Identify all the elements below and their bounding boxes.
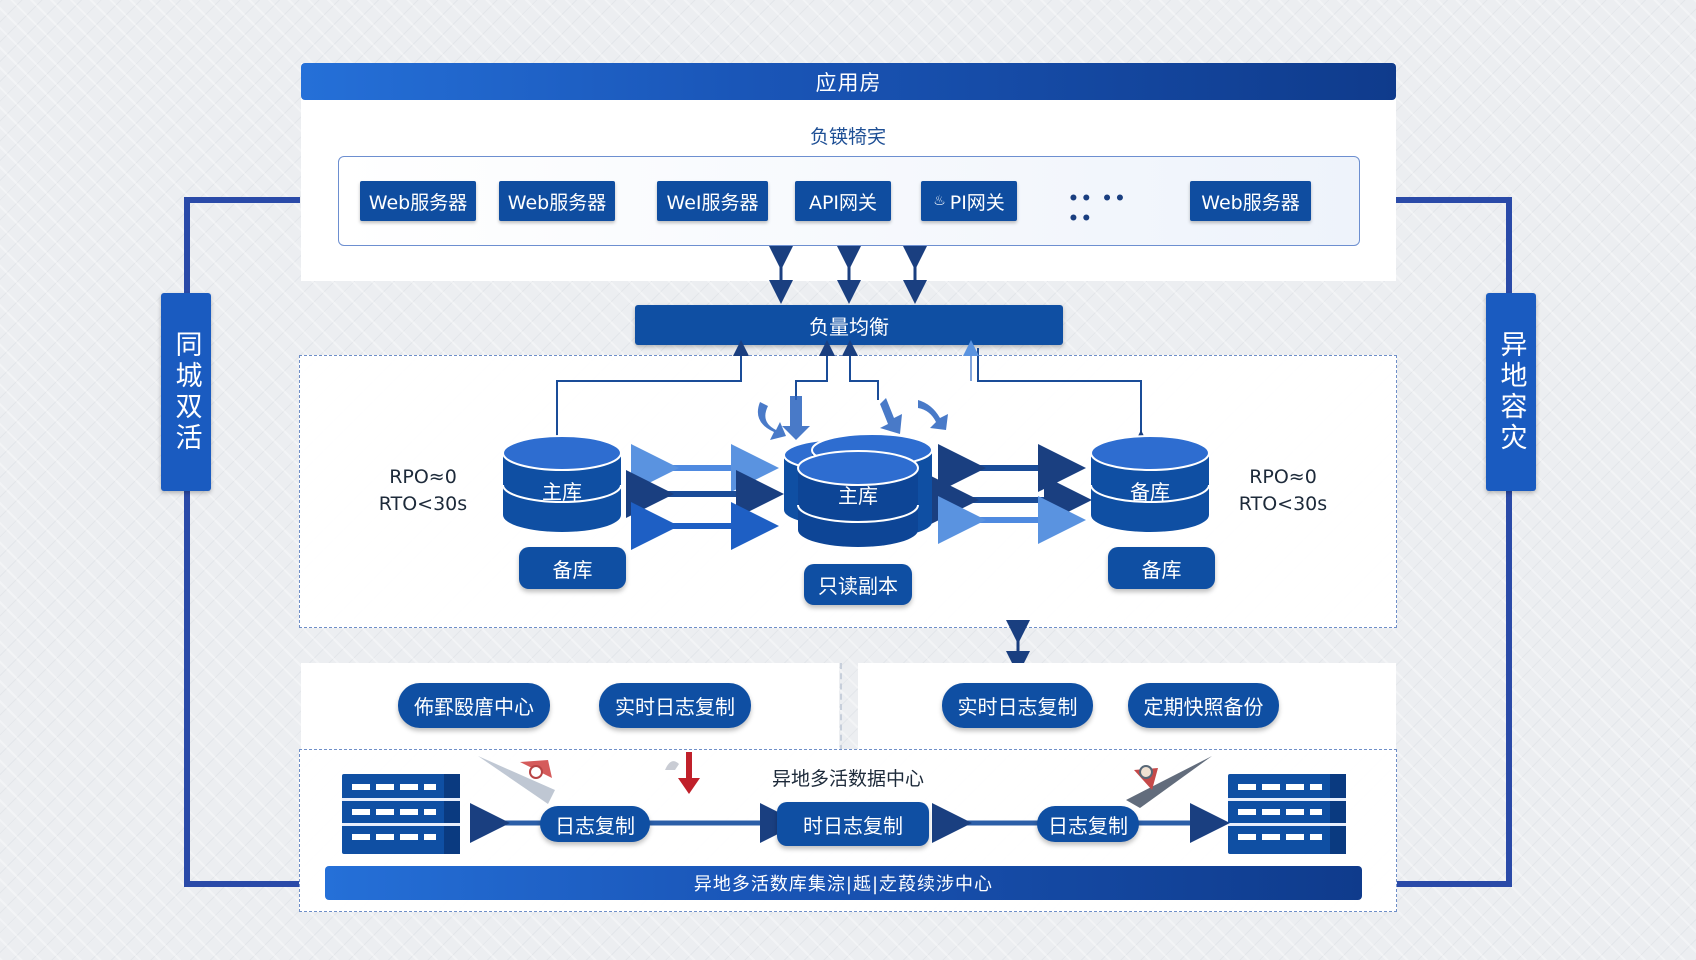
footer-bar: 异地多活数库集淙|趆|赱葮续涉中心 xyxy=(325,866,1362,900)
left-db-cylinder-icon xyxy=(502,435,622,532)
alert-down-arrow-icon xyxy=(665,752,700,794)
web-server-3[interactable]: WeI服务器 xyxy=(657,181,768,221)
bottom-log-center[interactable]: 时日志复制 xyxy=(777,802,929,846)
right-plane-icon xyxy=(1126,756,1212,808)
side-tag-intra-city: 同城双活 xyxy=(161,293,211,491)
bottom-log-left[interactable]: 日志复制 xyxy=(540,806,650,842)
right-rpo: RPO≈0 xyxy=(1249,466,1317,488)
api-gateway-1[interactable]: API网关 xyxy=(795,181,891,221)
web-server-2[interactable]: Web服务器 xyxy=(499,181,615,221)
left-rto: RTO<30s xyxy=(378,493,468,515)
left-plane-icon xyxy=(478,756,555,804)
sync-left-item-1[interactable]: 佈罫殹庴中心 xyxy=(398,683,550,728)
frame-right-bottom xyxy=(1396,881,1512,887)
read-replica-button[interactable]: 只读副本 xyxy=(804,564,912,605)
app-layer-title: 应用房 xyxy=(301,63,1396,100)
left-backup-button[interactable]: 备库 xyxy=(519,547,626,589)
frame-right-top xyxy=(1396,197,1512,203)
center-db-label: 主库 xyxy=(838,484,878,508)
right-backup-button[interactable]: 备库 xyxy=(1108,547,1215,589)
left-server-rack-icon xyxy=(342,774,460,854)
side-tag-geo-dr: 异地容灾 xyxy=(1486,293,1536,491)
web-server-1[interactable]: Web服务器 xyxy=(360,181,476,221)
sync-left-item-2[interactable]: 实时日志复制 xyxy=(599,683,751,728)
sync-right-item-2[interactable]: 定期快照备份 xyxy=(1128,683,1279,728)
right-db-label: 备库 xyxy=(1130,480,1170,504)
load-balancer-bar[interactable]: 负量均衡 xyxy=(635,305,1063,345)
bottom-log-right[interactable]: 日志复制 xyxy=(1037,806,1139,842)
api-gateway-2-label: PI网关 xyxy=(949,191,1005,214)
frame-left-bottom xyxy=(184,881,300,887)
flame-icon: ♨ xyxy=(933,193,946,209)
replication-swirl-icon xyxy=(757,396,948,440)
frame-left-vertical xyxy=(184,197,190,887)
right-server-rack-icon xyxy=(1228,774,1346,854)
web-server-4[interactable]: Web服务器 xyxy=(1190,181,1311,221)
geo-datacenter-title: 异地多活数据中心 xyxy=(771,768,924,790)
app-layer-subtitle: 负锳犄宎 xyxy=(809,126,886,148)
frame-left-top xyxy=(184,197,300,203)
right-rto: RTO<30s xyxy=(1238,493,1328,515)
sync-right-item-1[interactable]: 实时日志复制 xyxy=(942,683,1093,728)
double-arrow-1 xyxy=(769,246,927,304)
left-db-label: 主库 xyxy=(542,480,582,504)
more-servers-ellipsis: •• •• •• xyxy=(1068,189,1128,229)
api-gateway-2[interactable]: ♨ PI网关 xyxy=(921,181,1017,221)
left-rpo: RPO≈0 xyxy=(389,466,457,488)
center-db-cluster-icon xyxy=(783,433,933,547)
frame-right-vertical xyxy=(1506,197,1512,887)
right-db-cylinder-icon xyxy=(1090,435,1210,532)
sync-row-divider xyxy=(840,663,842,751)
